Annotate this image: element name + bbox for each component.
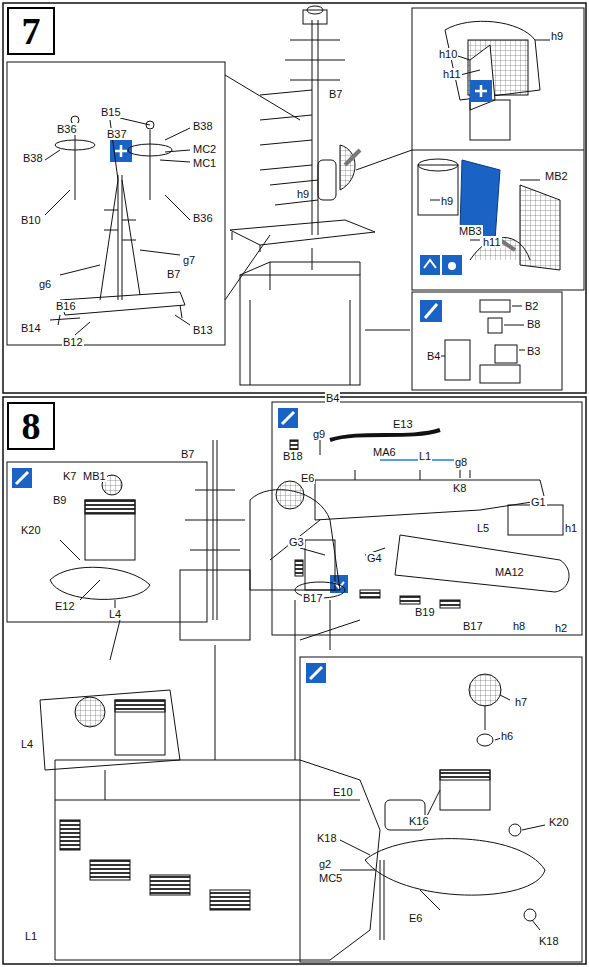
part-label: h2: [554, 622, 568, 634]
part-label: B36: [56, 123, 78, 135]
part-label: K20: [20, 524, 42, 536]
part-label: h11: [442, 68, 462, 80]
part-label: B38: [22, 152, 44, 164]
part-label: MA12: [494, 566, 525, 578]
part-label: K18: [538, 935, 560, 947]
part-label: g9: [312, 428, 326, 440]
part-label: B37: [106, 128, 128, 140]
part-label: E12: [54, 600, 76, 612]
part-label: B4: [325, 392, 340, 404]
part-label: B4: [426, 350, 441, 362]
part-label: h1: [564, 522, 578, 534]
part-label: B36: [192, 212, 214, 224]
part-label: G3: [288, 536, 305, 548]
part-label: h9: [550, 30, 564, 42]
part-label: MB1: [82, 470, 107, 482]
part-label: h9: [440, 195, 454, 207]
part-label: B13: [192, 324, 214, 336]
part-label: h10: [438, 48, 458, 60]
part-label: B38: [192, 120, 214, 132]
part-label: B16: [55, 300, 77, 312]
part-label: B9: [52, 494, 67, 506]
part-label: h7: [514, 696, 528, 708]
part-label: MC1: [192, 157, 217, 169]
part-label: B18: [282, 450, 304, 462]
part-label: B3: [526, 345, 541, 357]
step-number-box: 7: [7, 7, 55, 55]
part-label: g8: [454, 456, 468, 468]
part-label: MC5: [318, 872, 343, 884]
part-label: E10: [332, 786, 354, 798]
step-number: 7: [22, 11, 41, 51]
part-label: L5: [476, 522, 490, 534]
part-label: B7: [166, 268, 181, 280]
part-label: B19: [414, 606, 436, 618]
part-label: G4: [366, 552, 383, 564]
part-label: K7: [62, 470, 77, 482]
part-label: G1: [530, 496, 547, 508]
part-label: g2: [318, 858, 332, 870]
part-label: g7: [182, 254, 196, 266]
step-number-box: 8: [7, 402, 55, 450]
part-label: h6: [500, 730, 514, 742]
part-label: K20: [548, 816, 570, 828]
part-label: B7: [328, 88, 343, 100]
part-label: B15: [100, 106, 122, 118]
part-label: K8: [452, 482, 467, 494]
part-label: B17: [462, 620, 484, 632]
part-label: L4: [20, 738, 34, 750]
part-label: L1: [418, 450, 432, 462]
part-label: L4: [108, 608, 122, 620]
part-label: B17: [302, 592, 324, 604]
step-number: 8: [22, 406, 41, 446]
part-label: B7: [180, 448, 195, 460]
part-label: B14: [20, 322, 42, 334]
part-label: K16: [408, 815, 430, 827]
part-label: E6: [300, 472, 315, 484]
part-label: MA6: [372, 446, 397, 458]
part-label: B2: [524, 300, 539, 312]
part-label: E6: [408, 912, 423, 924]
part-label: E13: [392, 418, 414, 430]
part-label: L1: [24, 930, 38, 942]
part-label: B12: [62, 336, 84, 348]
part-label: B10: [20, 214, 42, 226]
part-label: h11: [482, 236, 502, 248]
part-label: MB2: [544, 170, 569, 182]
part-label: K18: [316, 832, 338, 844]
part-label: MC2: [192, 143, 217, 155]
part-label: h9: [296, 188, 310, 200]
part-label: h8: [512, 620, 526, 632]
part-label: g6: [38, 278, 52, 290]
part-label: B8: [526, 318, 541, 330]
part-label: MB3: [458, 225, 483, 237]
